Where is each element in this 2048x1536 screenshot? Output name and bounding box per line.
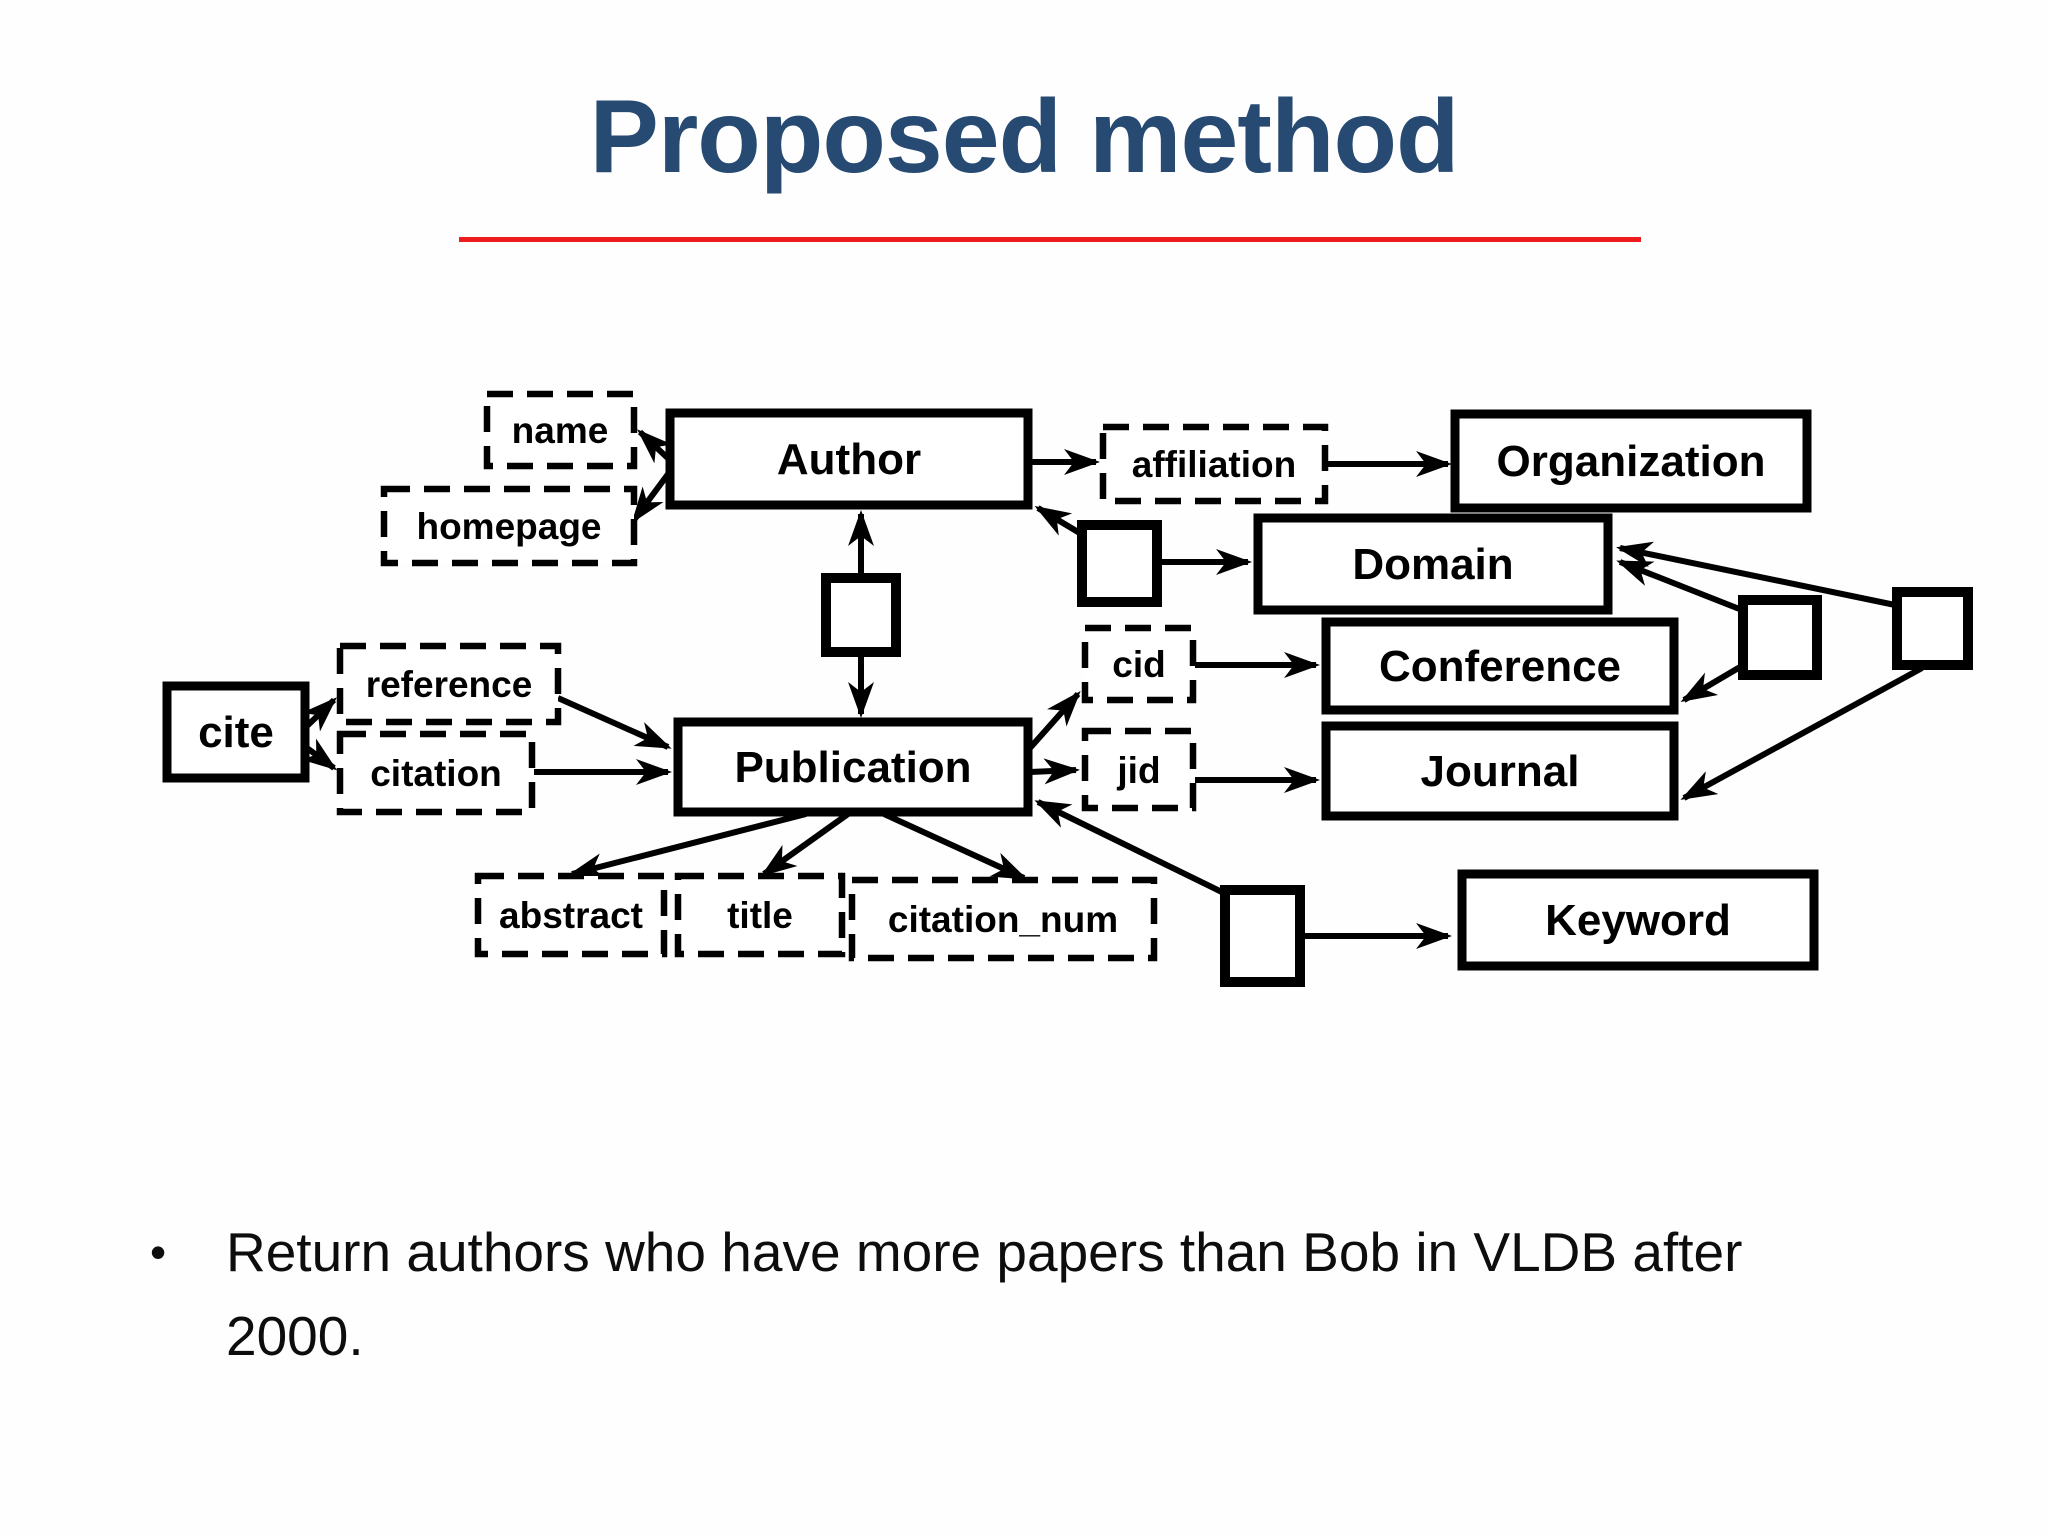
author-domain-square [1077,520,1162,607]
node-title-label: title [727,895,793,936]
node-publication-label: Publication [734,743,971,792]
node-affiliation-label: affiliation [1132,444,1296,485]
node-organization-label: Organization [1497,437,1766,486]
node-jid-label: jid [1116,750,1160,791]
bullet-text: Return authors who have more papers than… [226,1210,1742,1378]
slide-title: Proposed method [589,79,1459,195]
author-publication-square [821,573,901,657]
node-journal-label: Journal [1421,747,1580,796]
node-jid: jid [1081,727,1197,812]
edge-cite-reference [301,697,337,732]
node-cite: cite [162,681,310,783]
node-conference-label: Conference [1379,642,1621,691]
node-reference-label: reference [366,664,533,705]
edge-djsquare-journal [1680,665,1924,801]
publication-keyword-square [1220,885,1305,987]
bullet-block: • Return authors who have more papers th… [150,1210,1900,1378]
node-name: name [483,390,638,470]
node-abstract: abstract [474,872,668,958]
node-homepage-label: homepage [416,506,601,547]
node-title: title [674,872,846,958]
node-organization: Organization [1450,409,1812,513]
node-citation-label: citation [370,753,502,794]
node-author: Author [665,408,1033,510]
node-reference: reference [336,642,562,726]
edge-publication-cid [1027,691,1081,750]
node-journal: Journal [1321,721,1679,821]
edge-djsquare-domain [1616,541,1901,609]
edge-dcsquare-domain [1616,559,1749,615]
diagram-edges [300,429,1924,949]
node-cid: cid [1081,624,1197,704]
edge-pksquare-publication [1034,799,1232,899]
node-keyword-label: Keyword [1545,896,1731,945]
node-publication: Publication [673,717,1033,817]
node-citation: citation [336,730,536,816]
node-domain: Domain [1253,513,1613,615]
node-conference: Conference [1321,617,1679,715]
node-abstract-label: abstract [499,895,643,936]
bullet-marker: • [150,1226,167,1278]
node-domain-label: Domain [1352,540,1513,589]
edge-publication-abstract [568,811,807,879]
node-affiliation: affiliation [1099,423,1329,505]
node-keyword: Keyword [1457,869,1819,971]
edge-cite-citation [300,738,338,771]
node-citation-num: citation_num [848,876,1158,962]
node-citation-num-label: citation_num [888,899,1118,940]
edge-reference-publication [556,695,672,750]
node-author-label: Author [777,435,921,484]
node-cite-label: cite [198,708,274,757]
node-name-label: name [512,410,609,451]
edge-publication-jid [1029,758,1080,785]
domain-conference-square [1738,595,1822,680]
edge-publication-title [760,811,850,877]
bullet-line-2: 2000. [226,1305,364,1367]
domain-journal-square [1892,587,1973,670]
edge-publication-citationnum [882,811,1028,881]
bullet-line-1: Return authors who have more papers than… [226,1221,1743,1283]
node-cid-label: cid [1112,644,1165,685]
title-underline-rule [459,237,1641,242]
node-homepage: homepage [380,485,638,567]
